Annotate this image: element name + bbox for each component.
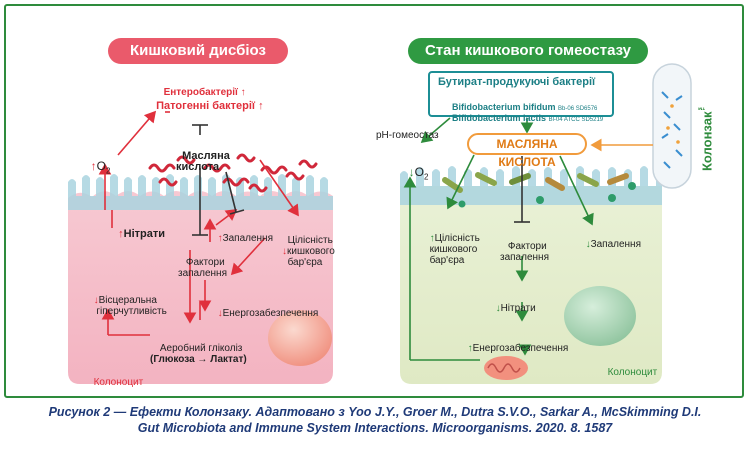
right-nitrates-label: ↓Нітрати: [495, 303, 536, 314]
right-panel-title: Стан кишкового гомеостазу: [408, 38, 648, 64]
right-o2-label: ↓O2: [408, 165, 429, 182]
left-inflammation-factors-label: Фактори запалення: [178, 257, 227, 279]
aerobic-glycolysis-label: Аеробний гліколіз (Глюкоза → Лактат): [150, 343, 247, 365]
pathogenic-bacteria-label: Патогенні бактерії ↑: [156, 100, 264, 112]
right-colonocyte-cell: [400, 166, 662, 384]
figure-caption: Рисунок 2 — Ефекти Колонзаку. Адаптовано…: [0, 404, 750, 436]
left-o2-label: ↑O2: [90, 159, 111, 176]
left-nitrates-label: ↑Нітрати: [118, 228, 165, 240]
left-energy-label: ↓Енергозабезпечення: [217, 308, 319, 319]
left-nucleus: [268, 310, 332, 366]
right-energy-label: ↑Енергозабезпечення: [467, 343, 569, 354]
left-butyric-acid-label: Масляна кислота: [176, 150, 230, 173]
butyrate-bacteria-box: Бутират-продукуючі бактерії Bifidobacter…: [428, 71, 614, 123]
caption-line-2: Gut Microbiota and Immune System Interac…: [137, 421, 613, 435]
right-pathway-arrows: [403, 117, 594, 361]
enterobacteria-label: Ентеробактерії ↑: [163, 87, 246, 98]
right-nucleus: [564, 286, 636, 346]
visceral-hypersensitivity-label: ↓Вісцеральна гіперчутливість: [93, 295, 167, 317]
mitochondrion: [484, 356, 528, 380]
lactis-strain: Bifidobacterium lactis Bl-04 ATCC SD5219: [452, 113, 604, 123]
left-inhibition-lines: [192, 124, 245, 236]
colonzak-product-label: Колонзак™: [697, 102, 715, 172]
colonzak-capsule-image: [652, 63, 692, 189]
pathogenic-bacteria-cluster: [148, 153, 318, 193]
right-inhibition-lines: [514, 156, 530, 223]
left-panel-title: Кишковий дисбіоз: [108, 38, 288, 64]
right-colonocyte-label: Колоноцит: [607, 367, 658, 378]
left-integrity-label: Цілісність ↓кишкового бар'єра: [282, 235, 335, 268]
butyrate-bacteria-title: Бутират-продукуючі бактерії: [438, 76, 596, 88]
right-inflammation-label: ↓Запалення: [585, 239, 641, 250]
ph-homeostasis-label: pH-гомеостаз: [376, 130, 439, 141]
caption-line-1: Рисунок 2 — Ефекти Колонзаку. Адаптовано…: [48, 405, 702, 419]
right-integrity-label: ↑Цілісність кишкового бар'єра: [429, 233, 480, 266]
left-colonocyte-label: Колоноцит: [93, 377, 144, 388]
butyric-acid-box: МАСЛЯНА КИСЛОТА: [467, 133, 587, 169]
left-inflammation-label: ↑Запалення: [217, 233, 273, 244]
diagram-canvas: [68, 63, 692, 384]
bifidum-strain: Bifidobacterium bifidum Bb-06 SD6576: [452, 102, 598, 112]
left-pathway-arrows: [98, 110, 299, 336]
right-inflammation-factors-label: Фактори запалення: [500, 241, 549, 263]
